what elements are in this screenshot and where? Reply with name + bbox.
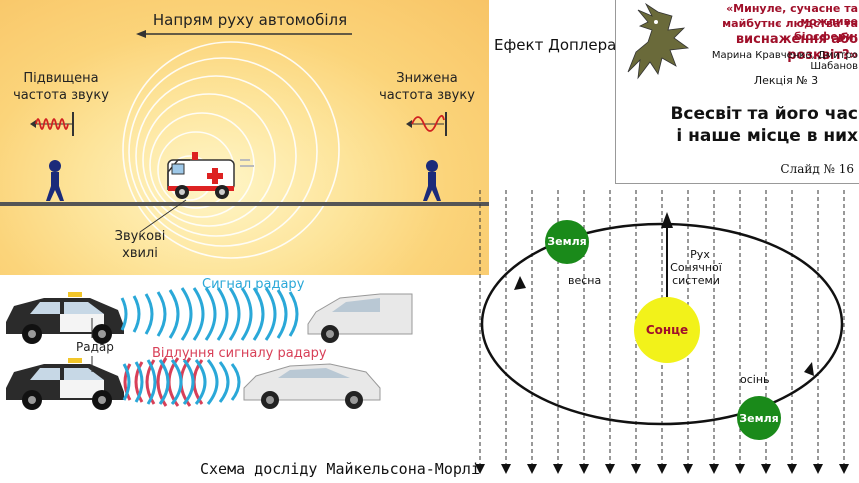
lecture-title-line-2: і наше місце в них: [676, 126, 858, 146]
spring-label: весна: [568, 274, 602, 287]
radar-echo-label: Відлуння сигналу радару: [152, 346, 327, 361]
police-car-top-icon: [6, 292, 124, 344]
quote-line-2: майбутнє людства та біосфери:: [722, 17, 858, 43]
doppler-effect-title: Ефект Доплера: [494, 36, 617, 54]
solar-motion-label-line-1: Рух: [690, 248, 710, 261]
left-person-icon: [46, 160, 64, 201]
direction-label: Напрям руху автомобіля: [152, 11, 348, 29]
radar-signal-label: Сигнал радару: [202, 277, 305, 292]
earth-top-icon: [545, 220, 589, 264]
high-frequency-wave-icon: [30, 112, 74, 136]
right-person-icon: [423, 160, 441, 201]
high-frequency-label: Підвищена частота звуку: [13, 71, 109, 103]
lecture-header: «Минуле, сучасне та можливе майбутнє люд…: [615, 0, 859, 184]
sound-waves-label: Звукові хвилі: [114, 229, 166, 261]
doppler-panel: Напрям руху автомобіля Підвищена частота…: [0, 0, 489, 275]
waves-pointer: [139, 199, 187, 233]
low-frequency-label: Знижена частота звуку: [379, 71, 475, 103]
white-car-top-icon: [307, 293, 413, 343]
ambulance-icon: [167, 152, 254, 199]
radar-signal-arcs-bottom: [122, 359, 241, 405]
orbit-diagram: [475, 190, 849, 474]
earth-bottom-icon: [737, 396, 781, 440]
quote-line-1: «Минуле, сучасне та можливе: [726, 2, 858, 28]
road: [0, 202, 489, 206]
solar-motion-label-line-3: системи: [672, 274, 720, 287]
white-car-bottom-icon: [243, 363, 381, 409]
quote-line-3: виснаження або розквіт?»: [735, 32, 858, 63]
low-frequency-wave-icon: [406, 112, 447, 136]
radar-illustration: [6, 287, 413, 410]
sun-icon: [634, 297, 700, 363]
aether-wind-arrows: [475, 464, 849, 474]
authors: Марина Кравченко, Дмитро Шабанов: [711, 50, 858, 72]
sound-waves: [122, 41, 340, 259]
radar-signal-arcs: [120, 287, 299, 341]
sun-label: Сонце: [645, 323, 689, 337]
police-car-bottom-icon: [6, 358, 124, 410]
earth-bottom-label: Земля: [739, 412, 779, 425]
radar-label: Радар: [76, 340, 114, 354]
michelson-morley-caption: Схема досліду Майкельсона-Морлі: [200, 460, 480, 478]
earth-orbit: [480, 222, 844, 426]
slide-number: Слайд № 16: [780, 162, 854, 176]
orbit-arrow-left-icon: [514, 276, 526, 290]
lecture-title-line-1: Всесвіт та його час: [670, 104, 858, 124]
orbit-arrow-right-icon: [804, 362, 814, 376]
doppler-illustration: [0, 30, 489, 259]
autumn-label: осінь: [740, 373, 770, 386]
dragon-logo-icon: [627, 2, 690, 80]
solar-motion-label-line-2: Сонячної: [670, 261, 722, 274]
earth-top-label: Земля: [547, 235, 587, 248]
lecture-number: Лекція № 3: [753, 74, 819, 87]
